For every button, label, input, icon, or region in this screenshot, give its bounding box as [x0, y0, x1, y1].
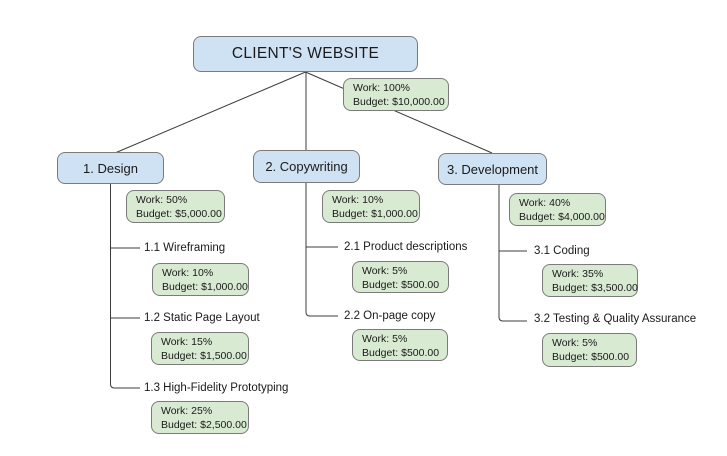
task-1-2-label: 1.2 Static Page Layout [144, 312, 260, 324]
task-1-1-label: 1.1 Wireframing [144, 242, 226, 254]
task-2-2-stats-box[interactable]: Work: 5% Budget: $500.00 [352, 329, 448, 361]
task-3-2-label: 3.2 Testing & Quality Assurance [534, 313, 697, 325]
task-2-2-label: 2.2 On-page copy [344, 310, 436, 322]
development-budget-value: Budget: $4,000.00 [519, 210, 605, 223]
edge-design-trunk [110, 184, 140, 389]
copywriting-stats-box[interactable]: Work: 10% Budget: $1,000.00 [322, 190, 420, 223]
design-budget-value: Budget: $5,000.00 [136, 207, 222, 220]
task-2-2-budget-value: Budget: $500.00 [362, 346, 440, 359]
copywriting-node-label: 2. Copywriting [265, 159, 348, 174]
task-1-2-work-value: Work: 15% [161, 336, 213, 348]
edge-root-development [305, 71, 493, 154]
copywriting-work-value: Work: 10% [332, 194, 384, 206]
root-work-value: Work: 100% [353, 82, 410, 94]
task-1-3-work-value: Work: 25% [161, 405, 213, 417]
task-3-1-budget-value: Budget: $3,500.00 [552, 281, 638, 294]
task-3-1-stats-box[interactable]: Work: 35% Budget: $3,500.00 [542, 264, 638, 297]
design-work-value: Work: 50% [136, 194, 188, 206]
task-3-2-budget-value: Budget: $500.00 [552, 350, 630, 363]
root-budget-value: Budget: $10,000.00 [353, 95, 445, 108]
task-3-1-work-value: Work: 35% [552, 268, 604, 280]
development-node[interactable]: 3. Development [438, 153, 547, 185]
design-node-label: 1. Design [83, 160, 138, 176]
copywriting-budget-value: Budget: $1,000.00 [332, 207, 418, 220]
task-1-2-stats-box[interactable]: Work: 15% Budget: $1,500.00 [151, 332, 249, 365]
root-node-label: CLIENT'S WEBSITE [231, 45, 380, 62]
task-1-3-stats-box[interactable]: Work: 25% Budget: $2,500.00 [151, 401, 249, 434]
task-3-2-work-value: Work: 5% [552, 337, 598, 349]
task-2-1-budget-value: Budget: $500.00 [362, 278, 440, 291]
design-stats-box[interactable]: Work: 50% Budget: $5,000.00 [126, 190, 225, 223]
task-2-1-stats-box[interactable]: Work: 5% Budget: $500.00 [352, 261, 449, 293]
task-1-2-budget-value: Budget: $1,500.00 [161, 349, 247, 362]
task-3-1-label: 3.1 Coding [534, 245, 590, 257]
task-2-2-work-value: Work: 5% [362, 333, 408, 345]
design-node[interactable]: 1. Design [57, 152, 164, 184]
edge-root-design [114, 71, 306, 154]
development-stats-box[interactable]: Work: 40% Budget: $4,000.00 [509, 193, 606, 226]
development-node-label: 3. Development [446, 161, 539, 177]
root-stats-box[interactable]: Work: 100% Budget: $10,000.00 [343, 78, 449, 111]
task-1-1-work-value: Work: 10% [162, 267, 214, 279]
edge-copywriting-trunk [305, 183, 338, 317]
development-work-value: Work: 40% [519, 197, 571, 209]
task-1-3-budget-value: Budget: $2,500.00 [161, 418, 247, 431]
task-1-3-label: 1.3 High-Fidelity Prototyping [144, 382, 289, 394]
task-2-1-work-value: Work: 5% [362, 265, 408, 277]
task-3-2-stats-box[interactable]: Work: 5% Budget: $500.00 [542, 333, 637, 367]
edge-development-trunk [498, 185, 527, 322]
task-1-1-budget-value: Budget: $1,000.00 [162, 280, 248, 293]
copywriting-node[interactable]: 2. Copywriting [253, 150, 360, 183]
root-node[interactable]: CLIENT'S WEBSITE [193, 36, 418, 72]
task-1-1-stats-box[interactable]: Work: 10% Budget: $1,000.00 [152, 263, 249, 296]
task-2-1-label: 2.1 Product descriptions [344, 241, 468, 253]
